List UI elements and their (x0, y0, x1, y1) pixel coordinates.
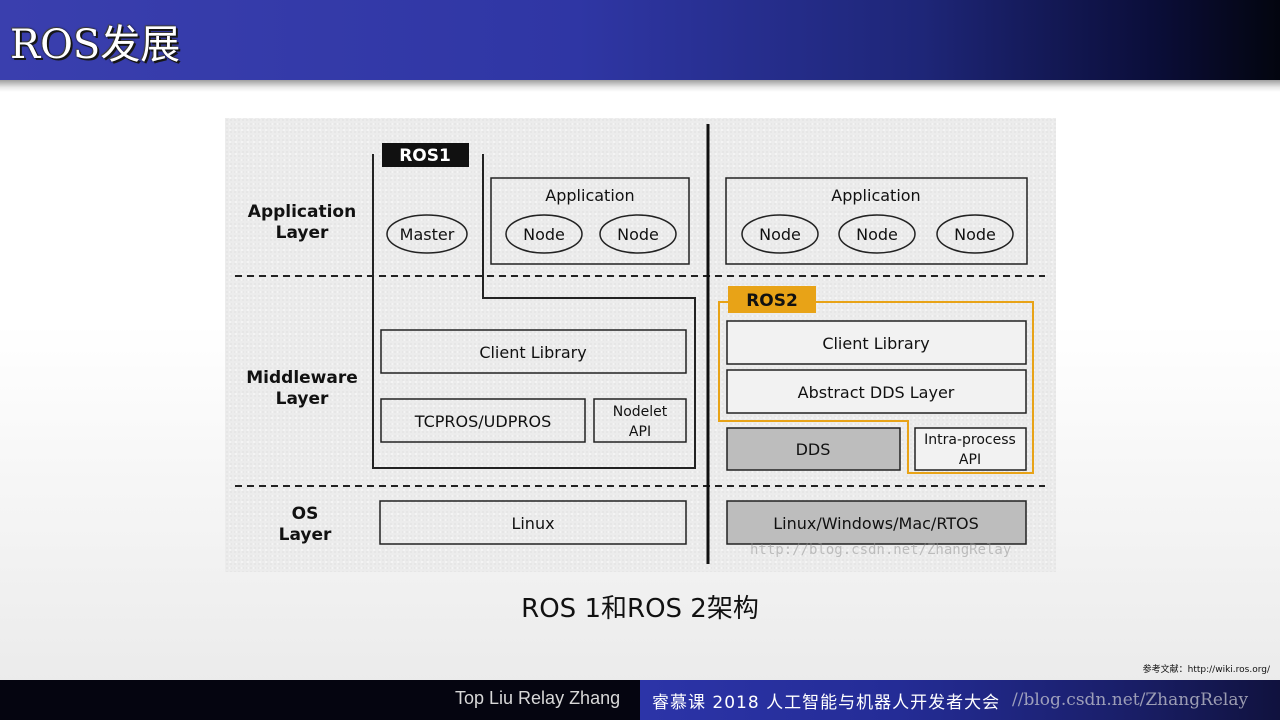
ros1-tag (382, 143, 469, 167)
ros2-application-box (725, 177, 1028, 265)
ros2-tag-label: ROS2 (746, 291, 798, 311)
ros1-node-2-label: Node (617, 225, 659, 244)
ros1-master-label: Master (400, 225, 455, 244)
ros1-os-box (379, 500, 687, 545)
ros1-transport-label: TCPROS/UDPROS (414, 412, 551, 431)
ros-architecture-diagram: Application Layer Middleware Layer OS La… (225, 118, 1056, 572)
layer-label-middleware-1: Middleware (246, 368, 358, 388)
layer-label-os-2: Layer (279, 525, 332, 545)
slide-title: ROS发展 (10, 22, 181, 68)
ros1-application-label: Application (545, 186, 634, 205)
ros1-node-2 (599, 214, 677, 254)
header-bar (0, 0, 1280, 80)
figure-caption: ROS 1和ROS 2架构 (521, 594, 759, 624)
footer-event-name: 睿慕课 2018 人工智能与机器人开发者大会 (652, 693, 1001, 713)
ros2-tag (728, 286, 816, 313)
ros1-nodelet-api (593, 398, 687, 443)
ros2-node-2 (838, 214, 916, 254)
layer-label-os-1: OS (292, 504, 319, 524)
footer-event-band (640, 680, 1280, 720)
ros2-node-1 (741, 214, 819, 254)
ros1-master (386, 214, 468, 254)
reference-note: 参考文献：http://wiki.ros.org/ (1142, 665, 1270, 675)
ros2-client-library-label: Client Library (822, 334, 929, 353)
ros1-application-box (490, 177, 690, 265)
ros1-tag-label: ROS1 (399, 146, 451, 166)
ros2-abstract-dds-label: Abstract DDS Layer (798, 383, 955, 402)
ros2-dds-label: DDS (796, 440, 831, 459)
header-shadow (0, 80, 1280, 92)
diagram-watermark: http://blog.csdn.net/ZhangRelay (750, 542, 1012, 558)
ros2-application-label: Application (831, 186, 920, 205)
ros2-os-box (726, 500, 1027, 545)
ros1-node-1 (505, 214, 583, 254)
ros1-node-1-label: Node (523, 225, 565, 244)
ros2-os-label: Linux/Windows/Mac/RTOS (773, 514, 979, 533)
ros2-outline (718, 301, 1034, 474)
ros1-nodelet-api-label-1: Nodelet (613, 404, 668, 420)
architecture-svg: Application Layer Middleware Layer OS La… (235, 124, 1045, 564)
layer-label-application-2: Layer (276, 223, 329, 243)
ros1-client-library (380, 329, 687, 374)
footer-watermark: //blog.csdn.net/ZhangRelay (1012, 690, 1249, 710)
footer-authors: Top Liu Relay Zhang (455, 688, 621, 708)
ros1-outline (372, 154, 696, 469)
layer-label-application-1: Application (248, 202, 356, 222)
ros2-node-3-label: Node (954, 225, 996, 244)
ros2-node-2-label: Node (856, 225, 898, 244)
ros2-node-1-label: Node (759, 225, 801, 244)
ros1-os-label: Linux (511, 514, 554, 533)
ros2-node-3 (936, 214, 1014, 254)
ros2-intra-process-api (914, 427, 1027, 471)
layer-label-middleware-2: Layer (276, 389, 329, 409)
ros2-intra-process-label-2: API (959, 452, 981, 468)
ros1-transport (380, 398, 586, 443)
ros1-nodelet-api-label-2: API (629, 424, 651, 440)
ros2-client-library (726, 320, 1027, 365)
ros2-intra-process-label-1: Intra-process (924, 432, 1016, 448)
ros2-dds (726, 427, 901, 471)
ros1-client-library-label: Client Library (479, 343, 586, 362)
ros2-abstract-dds (726, 369, 1027, 414)
